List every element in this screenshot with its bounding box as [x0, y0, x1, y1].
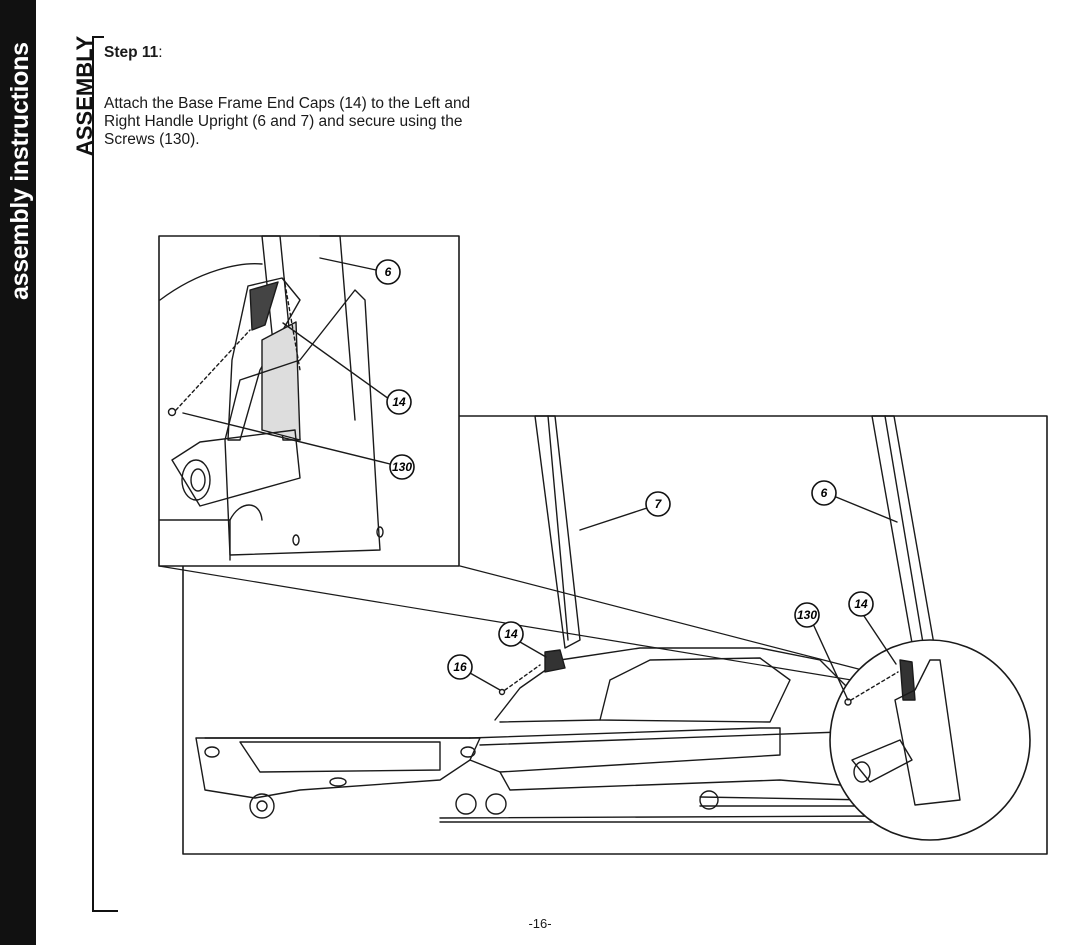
- callout-part-7-label: 7: [655, 497, 663, 511]
- callout-part-7: 7: [645, 491, 671, 517]
- step-number: Step 11: [104, 44, 159, 61]
- callout-part-130-label: 130: [797, 608, 817, 622]
- section-bracket-top: [92, 36, 104, 38]
- inset-detail: [159, 235, 384, 561]
- callout-inset-part-6-label: 6: [385, 265, 392, 279]
- section-bracket: [92, 36, 94, 912]
- callout-part-6-label: 6: [821, 486, 828, 500]
- callout-part-16-label: 16: [453, 660, 467, 674]
- treadmill-base: [195, 647, 901, 823]
- section-bracket-bottom: [92, 910, 118, 912]
- right-handle-upright: [871, 415, 936, 661]
- callout-inset-part-6: 6: [375, 259, 401, 285]
- step-heading: Step 11:: [104, 44, 163, 62]
- page-number: -16-: [528, 916, 552, 931]
- callout-inset-part-14-label: 14: [392, 395, 406, 409]
- callout-part-16: 16: [447, 654, 473, 680]
- callout-part-6: 6: [811, 480, 837, 506]
- callout-part-14-right-label: 14: [854, 597, 868, 611]
- side-tab: assembly instructions: [0, 0, 36, 945]
- callout-inset-part-130-label: 130: [392, 460, 412, 474]
- callout-part-14-left: 14: [498, 621, 524, 647]
- inset-figure-frame: [158, 235, 460, 567]
- step-instructions: Attach the Base Frame End Caps (14) to t…: [104, 95, 471, 148]
- callout-inset-part-14: 14: [386, 389, 412, 415]
- callout-part-130: 130: [794, 602, 820, 628]
- step-heading-colon: :: [158, 44, 163, 61]
- detail-circle: [829, 639, 1031, 841]
- callout-inset-part-130: 130: [389, 454, 415, 480]
- left-handle-upright: [534, 415, 581, 649]
- callout-part-14-left-label: 14: [504, 627, 518, 641]
- callout-part-14-right: 14: [848, 591, 874, 617]
- main-figure-frame: [182, 415, 1048, 855]
